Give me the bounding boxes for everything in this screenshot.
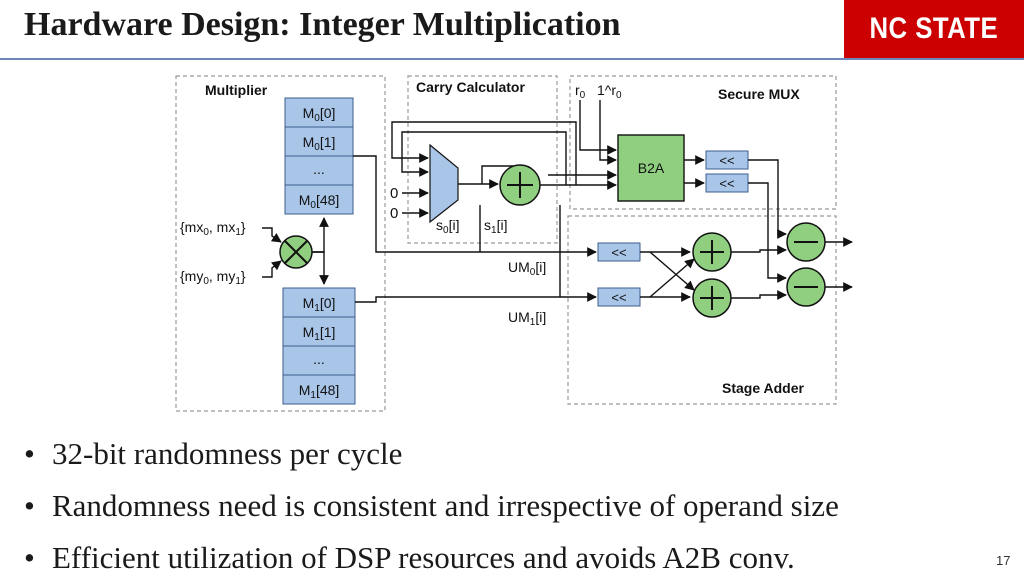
carry-adder-icon (499, 164, 541, 206)
wire-m1-to-um1 (355, 292, 597, 303)
b2a-label: B2A (638, 160, 665, 176)
wire-mult-down (312, 251, 329, 285)
register-m1-1-label: M1[1] (303, 324, 336, 343)
m0-register-stack: M0[0] M0[1] ... M0[48] (284, 97, 354, 215)
register-m0-1-label: M0[1] (303, 134, 336, 153)
multiplier-section (175, 75, 386, 412)
m1-register-stack: M1[0] M1[1] ... M1[48] (282, 287, 356, 405)
register-m1-48 (282, 374, 356, 405)
register-m0-0-label: M0[0] (303, 105, 336, 124)
um1-label: UM1[i] (508, 309, 546, 328)
input-my-label: {my0, my1} (180, 268, 246, 287)
register-m1-ellipsis (282, 345, 356, 376)
wire-mux-shift-bottom-out (748, 182, 787, 283)
multiplier-label: Multiplier (205, 82, 268, 98)
register-m0-ellipsis-label: ... (313, 161, 325, 177)
s1-label: s1[i] (484, 217, 507, 236)
register-m0-1 (284, 126, 354, 157)
register-m0-48-label: M0[48] (299, 192, 340, 211)
wire-not-r0 (599, 100, 617, 165)
stage-adder-bottom-icon (692, 278, 732, 318)
b2a-block (617, 134, 685, 202)
wire-my-to-mult (262, 260, 282, 278)
stage-adder-top-icon (692, 232, 732, 272)
wire-feedback-mid (401, 131, 567, 185)
stage-shift-top-label: << (611, 245, 626, 260)
wire-stage-cross-up (649, 258, 695, 298)
wire-m0-to-um0 (353, 155, 597, 257)
wire-mux-shift-top-out (748, 159, 787, 239)
secure-mux-section (569, 75, 837, 210)
nc-state-logo: NC STATE (844, 0, 1024, 58)
carry-calculator-label: Carry Calculator (416, 79, 525, 95)
subtractor-bottom-icon (786, 267, 826, 307)
wire-r0 (579, 100, 617, 155)
register-m1-0-label: M1[0] (303, 295, 336, 314)
bullet-list: 32-bit randomness per cycle Randomness n… (22, 428, 839, 584)
bullet-item: Randomness need is consistent and irresp… (22, 480, 839, 532)
input-mx-label: {mx0, mx1} (180, 219, 246, 238)
bullet-item: 32-bit randomness per cycle (22, 428, 839, 480)
carry-mux-icon (429, 143, 459, 224)
slide-title: Hardware Design: Integer Multiplication (24, 6, 621, 43)
secure-mux-label: Secure MUX (718, 86, 800, 102)
s0-label: s0[i] (436, 217, 459, 236)
register-m1-48-label: M1[48] (299, 382, 340, 401)
mux-shift-top-label: << (719, 153, 734, 168)
title-divider (0, 58, 1024, 60)
stage-adder-section (567, 215, 837, 405)
register-m1-0 (282, 287, 356, 318)
register-m1-ellipsis-label: ... (313, 351, 325, 367)
carry-zero-top: 0 (390, 185, 398, 202)
page-number: 17 (996, 553, 1011, 568)
wire-stage-cross-down (649, 251, 695, 291)
wire-stage-bottom-to-sub (731, 290, 787, 300)
um0-label: UM0[i] (508, 259, 546, 278)
mux-shift-bottom-label: << (719, 176, 734, 191)
wire-stage-top-to-sub (731, 245, 787, 255)
wire-mult-up (312, 217, 329, 253)
wire-feedback-top (391, 121, 577, 185)
stage-shift-bottom-label: << (611, 290, 626, 305)
bullet-item: Efficient utilization of DSP resources a… (22, 532, 839, 584)
register-m0-48 (284, 184, 354, 215)
subtractor-top-icon (786, 222, 826, 262)
carry-calculator-section (407, 75, 558, 244)
register-m0-ellipsis (284, 155, 354, 186)
not-r0-label: 1^r0 (597, 82, 622, 101)
multiply-icon (279, 235, 313, 269)
carry-zero-bottom: 0 (390, 205, 398, 222)
logo-text: NC STATE (869, 12, 999, 45)
r0-label: r0 (575, 82, 586, 101)
stage-adder-label: Stage Adder (722, 380, 804, 396)
wire-mx-to-mult (262, 227, 282, 243)
wire-carry-input (481, 165, 520, 184)
